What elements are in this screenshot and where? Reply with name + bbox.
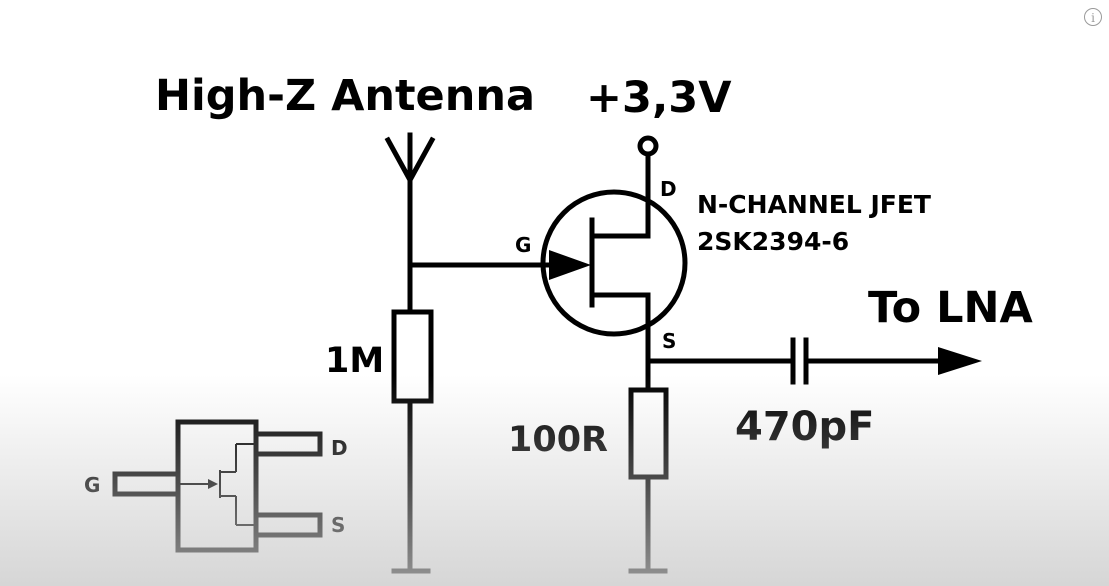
resistor-1m-label: 1M (325, 341, 384, 381)
package-source-label: S (331, 513, 345, 537)
package-gate-label: G (84, 473, 100, 497)
source-label: S (662, 329, 676, 353)
capacitor-label: 470pF (735, 404, 874, 450)
antenna-symbol (384, 132, 436, 186)
supply-label: +3,3V (586, 73, 732, 123)
drain-label: D (660, 177, 677, 201)
gate-label: G (515, 233, 531, 257)
package-drain-label: D (331, 436, 348, 460)
jfet-part-label: 2SK2394-6 (697, 227, 849, 256)
output-arrow (938, 347, 982, 375)
jfet-type-label: N-CHANNEL JFET (697, 190, 931, 219)
gate-arrow (549, 250, 591, 280)
resistor-100r-label: 100R (508, 420, 608, 460)
jfet-package-diagram (112, 419, 323, 553)
resistor-100r (628, 387, 669, 480)
capacitor-470pf (790, 337, 809, 385)
antenna-title: High-Z Antenna (155, 71, 535, 121)
resistor-1m (391, 309, 434, 404)
output-label: To LNA (868, 283, 1034, 333)
info-icon[interactable]: i (1084, 8, 1102, 26)
